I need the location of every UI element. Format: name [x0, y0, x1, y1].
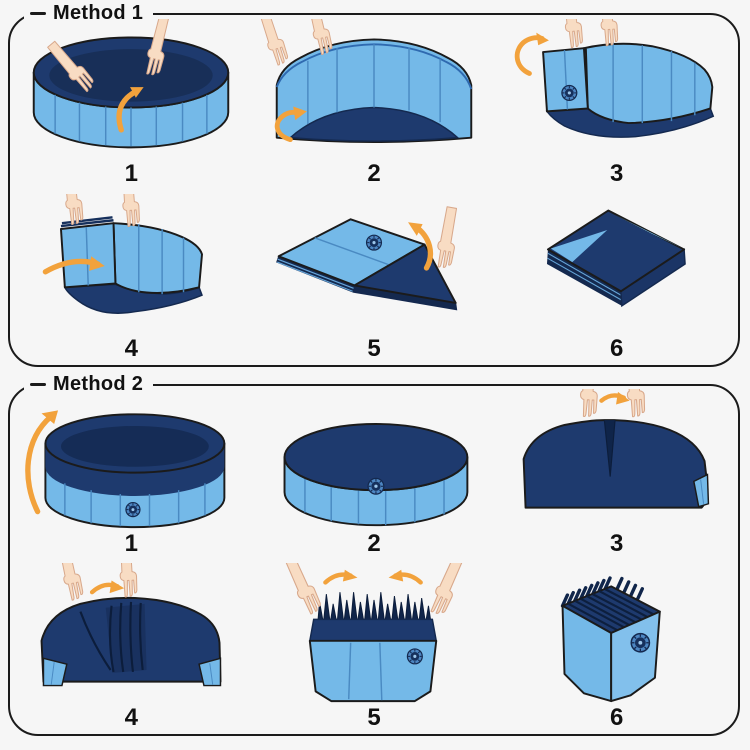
valve-icon — [560, 84, 578, 101]
step-number: 6 — [609, 704, 624, 731]
valve-icon — [125, 501, 141, 518]
folded-upright-pool — [560, 576, 661, 703]
pleat-ridges — [567, 588, 655, 632]
step-number: 2 — [367, 530, 381, 557]
method2-step-4: 4 — [10, 560, 253, 734]
half-folded-pool — [275, 38, 473, 144]
gathered-pool — [308, 592, 438, 703]
hand-icon — [578, 389, 600, 418]
valve-icon — [367, 477, 385, 495]
fold-lines — [54, 94, 208, 147]
fold-lines — [64, 483, 206, 527]
half-folded-pool-illustration — [258, 19, 473, 144]
step-number: 1 — [124, 530, 138, 557]
fold-arrow-icon — [90, 580, 125, 595]
hand-icon — [55, 563, 86, 602]
hand-icon — [624, 389, 646, 418]
fold-arrow-icon — [274, 106, 307, 143]
folded-flat-illustration — [546, 209, 686, 308]
fold-arrow-icon — [514, 32, 549, 76]
step-number: 4 — [124, 335, 138, 362]
open-pool-illustration — [25, 410, 226, 529]
pleat-lines — [79, 601, 145, 673]
pool-open — [33, 36, 230, 149]
valve-icon — [365, 234, 383, 251]
folding-pool — [60, 216, 204, 314]
hand-icon — [61, 194, 85, 226]
fold-lines — [612, 42, 696, 124]
valve-icon — [406, 648, 423, 665]
pool-top-pleats — [40, 596, 222, 687]
folded-upright-illustration — [560, 576, 661, 703]
step-number: 2 — [367, 160, 381, 187]
continue-folding-illustration — [43, 194, 204, 314]
hand-icon — [120, 194, 142, 228]
folded-flat-pool — [546, 209, 686, 308]
step-number: 1 — [124, 160, 138, 187]
fold-arrow-icon — [408, 222, 434, 271]
fold-arrow-icon — [388, 569, 423, 585]
method1-step-4: 4 — [10, 190, 253, 365]
fold-lines — [304, 477, 445, 526]
step-number: 6 — [609, 335, 624, 362]
step-number: 3 — [609, 530, 624, 557]
pleat-teeth — [560, 576, 644, 608]
flatten-stack-illustration — [276, 205, 462, 311]
step-number: 3 — [609, 160, 624, 187]
pool-top-pleat — [522, 419, 709, 509]
method2-step-1: 1 — [10, 386, 253, 560]
fold-lines — [307, 44, 441, 125]
squeeze-pleats-illustration — [281, 563, 470, 703]
hand-icon — [117, 563, 139, 598]
method-1-title: Method 1 — [53, 2, 144, 24]
method1-step-3: 3 — [495, 15, 738, 190]
pool-closed-top — [283, 423, 469, 527]
step-number: 5 — [367, 704, 381, 731]
method1-step-6: 6 — [495, 190, 738, 365]
fold-arrow-icon — [323, 569, 358, 585]
fold-arrow-icon — [25, 410, 59, 515]
fold-lines — [347, 642, 383, 701]
hand-icon — [281, 563, 324, 617]
method2-step-2: 2 — [253, 386, 496, 560]
method1-step-1: 1 — [10, 15, 253, 190]
fold-lines — [138, 224, 185, 295]
folding-pool — [541, 42, 714, 138]
title-dash — [30, 11, 46, 15]
hand-icon — [560, 19, 584, 49]
method-1-panel: Method 1 — [8, 0, 740, 367]
fold-arrow-icon — [43, 256, 106, 275]
collapsed-top-illustration — [283, 423, 469, 527]
hand-icon — [433, 205, 462, 270]
step-number: 5 — [367, 335, 381, 362]
hand-icon — [258, 19, 291, 67]
valve-icon — [630, 632, 650, 653]
fold-segment-illustration — [514, 19, 714, 138]
stacked-edges — [61, 216, 114, 228]
gather-pleats-illustration — [40, 563, 222, 687]
method-2-title-box: Method 2 — [24, 370, 154, 398]
open-pool-lift-illustration — [33, 19, 230, 149]
method-1-steps-grid: 1 — [10, 15, 738, 365]
pool-open — [44, 413, 226, 529]
method-2-steps-grid: 1 2 — [10, 386, 738, 734]
method2-step-5: 5 — [253, 560, 496, 734]
method-2-title: Method 2 — [53, 373, 144, 395]
method-2-panel: Method 2 — [8, 370, 740, 736]
hand-icon — [597, 19, 619, 47]
fold-arrow-icon — [116, 87, 144, 133]
method2-step-6: 6 — [495, 560, 738, 734]
method2-step-3: 3 — [495, 386, 738, 560]
title-dash — [30, 382, 46, 386]
hand-icon — [426, 563, 470, 618]
method-1-title-box: Method 1 — [24, 0, 154, 27]
step-number: 4 — [124, 704, 138, 731]
fold-arrow-icon — [598, 391, 630, 405]
pinch-pleat-illustration — [522, 389, 709, 509]
method1-step-5: 5 — [253, 190, 496, 365]
method1-step-2: 2 — [253, 15, 496, 190]
